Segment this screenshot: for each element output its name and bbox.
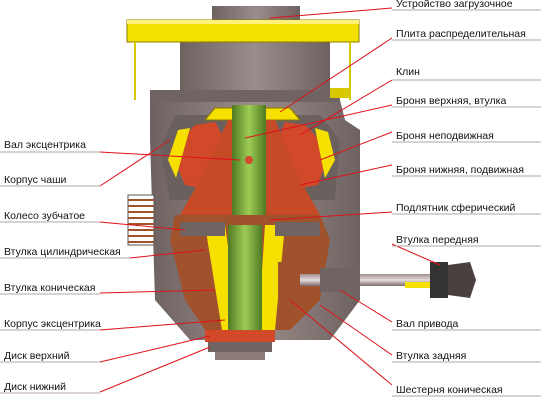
label-gear-wheel: Колесо зубчатое xyxy=(4,210,85,222)
label-bevel-gear: Шестерня коническая xyxy=(396,384,503,396)
label-eccentric-housing: Корпус эксцентрика xyxy=(4,318,101,330)
bevel-pinion xyxy=(278,262,300,300)
label-lower-disk: Диск нижний xyxy=(4,381,66,393)
label-bowl-housing: Корпус чаши xyxy=(4,174,67,186)
label-conical-bushing: Втулка коническая xyxy=(4,282,96,294)
lower-disk xyxy=(208,342,272,352)
drive-pulley xyxy=(448,262,476,298)
label-feed-device: Устройство загрузочное xyxy=(396,0,513,10)
gear-wheel xyxy=(180,222,225,236)
label-eccentric-shaft: Вал эксцентрика xyxy=(4,139,86,151)
front-bushing xyxy=(430,262,448,298)
label-front-bushing: Втулка передняя xyxy=(396,234,479,246)
leader-lines xyxy=(99,7,441,393)
label-spherical-bearing: Подлятник сферический xyxy=(396,202,516,214)
label-upper-armor: Броня верхняя, втулка xyxy=(396,95,507,107)
label-underlines xyxy=(0,9,541,397)
label-rear-bushing: Втулка задняя xyxy=(396,350,467,362)
label-distribution-plate: Плита распределительная xyxy=(396,28,526,40)
label-wedge: Клин xyxy=(396,66,420,78)
label-lower-armor: Броня нижняя, подвижная xyxy=(396,164,524,176)
label-upper-disk: Диск верхний xyxy=(4,350,70,362)
label-cylindrical-bushing: Втулка цилиндрическая xyxy=(4,246,121,258)
upper-disk xyxy=(205,330,275,342)
label-fixed-armor: Броня неподвижная xyxy=(396,130,494,142)
label-drive-shaft: Вал привода xyxy=(396,318,459,330)
spring-coils xyxy=(127,194,155,246)
